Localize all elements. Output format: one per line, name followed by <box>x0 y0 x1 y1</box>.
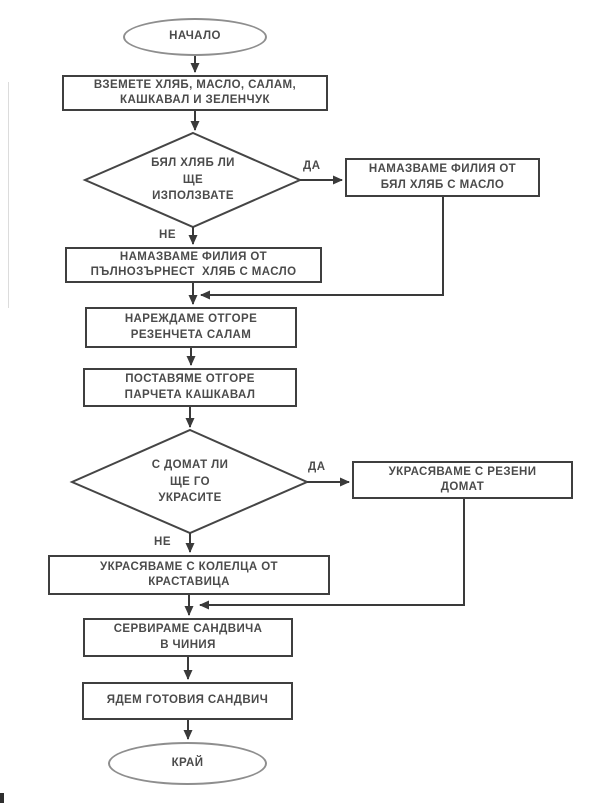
process-butter-white-bread: НАМАЗВАМЕ ФИЛИЯ ОТ БЯЛ ХЛЯБ С МАСЛО <box>345 158 540 197</box>
process-garnish-tomato: УКРАСЯВАМЕ С РЕЗЕНИ ДОМАТ <box>352 461 573 499</box>
branch-label-decision1-no: НЕ <box>159 229 177 241</box>
process-garnish-cucumber: УКРАСЯВАМЕ С КОЛЕЛЦА ОТ КРАСТАВИЦА <box>48 555 330 595</box>
process-add-salami: НАРЕЖДАМЕ ОТГОРЕ РЕЗЕНЧЕТА САЛАМ <box>85 307 297 348</box>
process-eat-sandwich: ЯДЕМ ГОТОВИЯ САНДВИЧ <box>82 682 293 720</box>
branch-label-decision2-no: НЕ <box>154 536 172 548</box>
process-butter-wholegrain-bread: НАМАЗВАМЕ ФИЛИЯ ОТ ПЪЛНОЗЪРНЕСТ ХЛЯБ С М… <box>65 247 322 283</box>
process-add-cheese: ПОСТАВЯМЕ ОТГОРЕ ПАРЧЕТА КАШКАВАЛ <box>83 368 297 407</box>
branch-label-decision2-yes: ДА <box>308 461 326 473</box>
process-get-ingredients: ВЗЕМЕТЕ ХЛЯБ, МАСЛО, САЛАМ, КАШКАВАЛ И З… <box>62 75 328 111</box>
terminator-start: НАЧАЛО <box>123 18 267 56</box>
edge-tomato-return <box>199 499 465 610</box>
edge-butter-white-return <box>200 197 444 300</box>
scan-artifact-corner <box>0 793 4 803</box>
process-serve-sandwich: СЕРВИРАМЕ САНДВИЧА В ЧИНИЯ <box>83 618 293 657</box>
branch-label-decision1-yes: ДА <box>303 160 321 172</box>
decision-white-bread-label: БЯЛ ХЛЯБ ЛИ ЩЕ ИЗПОЛЗВАТЕ <box>151 156 235 203</box>
terminator-end: КРАЙ <box>108 742 267 785</box>
decision-tomato-label: С ДОМАТ ЛИ ЩЕ ГО УКРАСИТЕ <box>151 458 229 505</box>
scan-artifact-line <box>8 82 9 308</box>
